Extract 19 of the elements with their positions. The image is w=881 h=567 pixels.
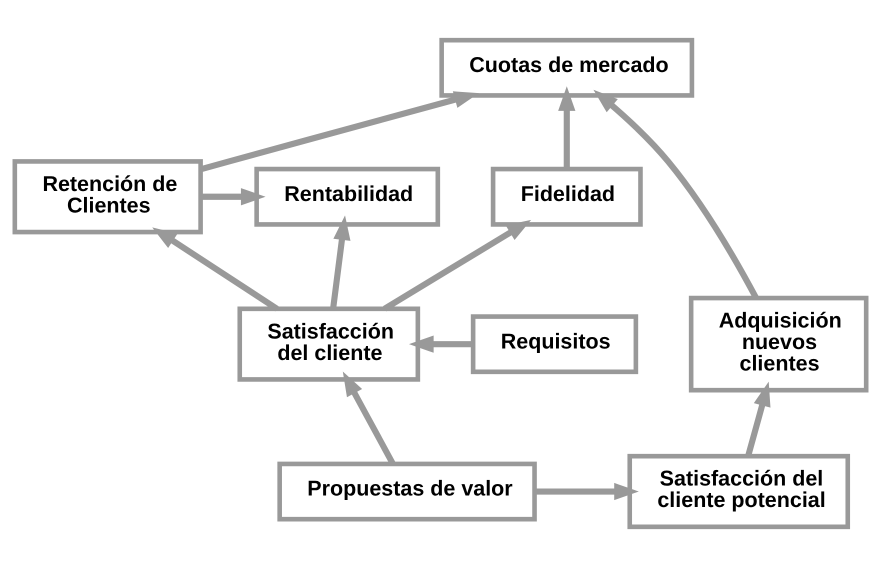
node-box: Satisfacción del cliente bbox=[237, 306, 420, 382]
arrow bbox=[409, 336, 474, 353]
arrow bbox=[330, 215, 350, 309]
node-box: Adquisición nuevos clientes bbox=[688, 296, 868, 393]
node-box: Fidelidad bbox=[490, 166, 643, 227]
arrow bbox=[200, 91, 479, 172]
arrow bbox=[558, 86, 576, 169]
arrow bbox=[745, 382, 770, 457]
arrow bbox=[152, 227, 279, 312]
arrow bbox=[200, 188, 266, 206]
node-box: Propuestas de valor bbox=[277, 462, 537, 522]
node-box: Satisfacción del cliente potencial bbox=[627, 454, 850, 530]
node-box: Retención de Clientes bbox=[12, 159, 203, 234]
arrow bbox=[383, 220, 532, 312]
arrow bbox=[534, 482, 639, 500]
node-box: Cuotas de mercado bbox=[439, 38, 694, 98]
node-box: Requisitos bbox=[470, 314, 638, 374]
node-box: Rentabilidad bbox=[254, 166, 440, 227]
arrow bbox=[342, 371, 396, 465]
